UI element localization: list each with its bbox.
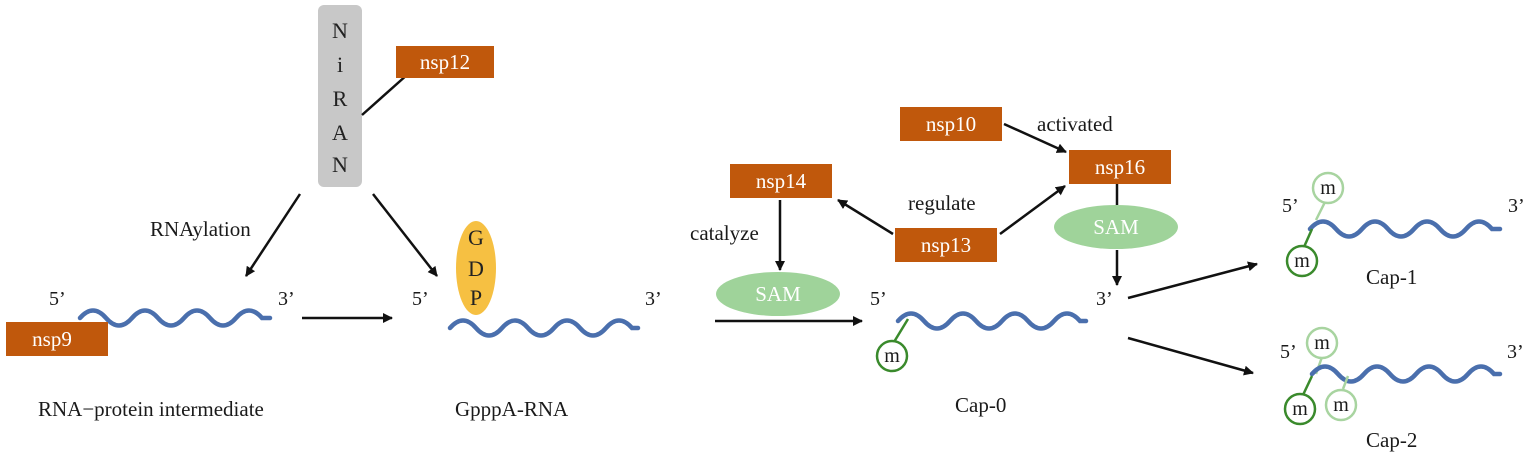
niran-letter: R [333,86,348,111]
niran-letter: N [332,152,348,177]
cap-1-rna: 5’ 3’ m m [1282,171,1525,278]
gdp-letter: G [468,225,484,250]
nsp14-box: nsp14 [730,164,832,198]
cap-1-caption: Cap-1 [1366,265,1417,289]
wavy-rna-strand-icon [1307,219,1503,239]
three-prime-label: 3’ [1508,195,1525,217]
sam-label: SAM [755,282,801,306]
nsp9-label: nsp9 [32,327,72,351]
arrow-icon [999,184,1066,236]
nsp9-box: nsp9 [6,322,108,356]
five-prime-label: 5’ [1280,341,1297,363]
niran-letter: i [337,52,343,77]
gdp-letter: D [468,256,484,281]
regulate-label: regulate [908,191,976,215]
arrow-icon [1127,261,1258,300]
wavy-rna-strand-icon [1309,364,1503,384]
methyl-link [1301,375,1314,396]
methyl-label: m [884,345,900,367]
cap-0-rna: 5’ 3’ m [870,288,1113,373]
rnaylation-label: RNAylation [150,217,251,241]
arrow-icon [1127,336,1254,376]
wavy-rna-strand-icon [895,311,1089,331]
five-prime-label: 5’ [870,288,887,310]
sam-ellipse: SAM [716,272,840,316]
methyl-link [1341,375,1350,390]
methyl-circle-icon: m [1283,392,1317,426]
niran-letter: A [332,120,348,145]
methyl-link [892,318,910,343]
methyl-label: m [1320,177,1336,199]
cap-2-caption: Cap-2 [1366,428,1417,452]
three-prime-label: 3’ [1096,288,1113,310]
nsp13-box: nsp13 [895,228,997,262]
gpppa-caption: GpppA-RNA [455,397,569,421]
niran-domain: N i R A N [318,5,362,187]
five-prime-label: 5’ [412,288,429,310]
nsp13-label: nsp13 [921,233,971,257]
methyl-label: m [1333,394,1349,416]
methyl-circle-icon: m [875,339,909,373]
three-prime-label: 3’ [645,288,662,310]
gdp-letter: P [470,285,482,310]
gdp-cap [456,221,496,315]
methyl-circle-icon: m [1305,326,1339,360]
nsp12-connector [361,73,409,116]
sam-label: SAM [1093,215,1139,239]
arrow-icon [372,193,438,277]
arrow-icon [244,193,302,277]
five-prime-label: 5’ [1282,195,1299,217]
methyl-label: m [1314,332,1330,354]
nsp10-box: nsp10 [900,107,1002,141]
arrow-icon [1003,122,1067,154]
three-prime-label: 3’ [1507,341,1524,363]
nsp10-label: nsp10 [926,112,976,136]
wavy-rna-strand-icon [77,308,273,328]
rna-protein-intermediate: 5’ 3’ nsp9 [6,288,295,356]
methyl-label: m [1292,398,1308,420]
gpppa-rna: 5’ 3’ G D P [412,221,662,338]
methyl-circle-icon: m [1311,171,1345,205]
three-prime-label: 3’ [278,288,295,310]
cap-0-caption: Cap-0 [955,393,1006,417]
methyl-link [1302,228,1314,248]
sam-ellipse: SAM [1054,205,1178,249]
methyl-circle-icon: m [1285,244,1319,278]
methyl-label: m [1294,250,1310,272]
five-prime-label: 5’ [49,288,66,310]
wavy-rna-strand-icon [447,318,641,338]
cap-2-rna: 5’ 3’ m m m [1280,326,1524,426]
methyl-circle-icon: m [1324,388,1358,422]
nsp12-box: nsp12 [396,46,494,78]
niran-letter: N [332,18,348,43]
nsp16-label: nsp16 [1095,155,1145,179]
catalyze-label: catalyze [690,221,759,245]
nsp14-label: nsp14 [756,169,807,193]
intermediate-caption: RNA−protein intermediate [38,397,264,421]
arrow-icon [837,198,894,236]
activated-label: activated [1037,112,1113,136]
nsp12-label: nsp12 [420,50,470,74]
nsp16-box: nsp16 [1069,150,1171,184]
